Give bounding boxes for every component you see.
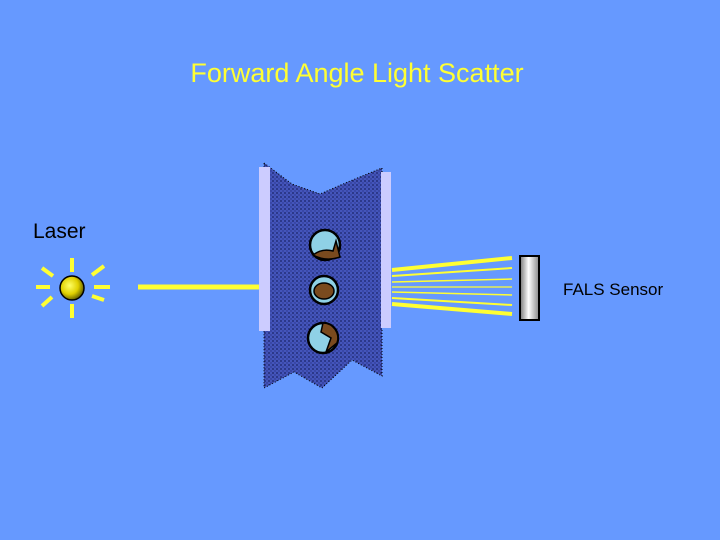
cell-icon — [308, 228, 342, 262]
cell-icon — [306, 321, 340, 355]
sensor-icon — [519, 255, 540, 321]
sensor-label: FALS Sensor — [563, 280, 664, 299]
laser-source-icon — [36, 258, 110, 318]
flow-cell-left-wall — [259, 167, 270, 331]
flow-cell-right-wall — [381, 172, 391, 328]
laser-label: Laser — [33, 220, 86, 243]
cell-icon — [308, 274, 340, 306]
scattered-light-rays — [391, 256, 513, 316]
page-title: Forward Angle Light Scatter — [190, 58, 524, 88]
